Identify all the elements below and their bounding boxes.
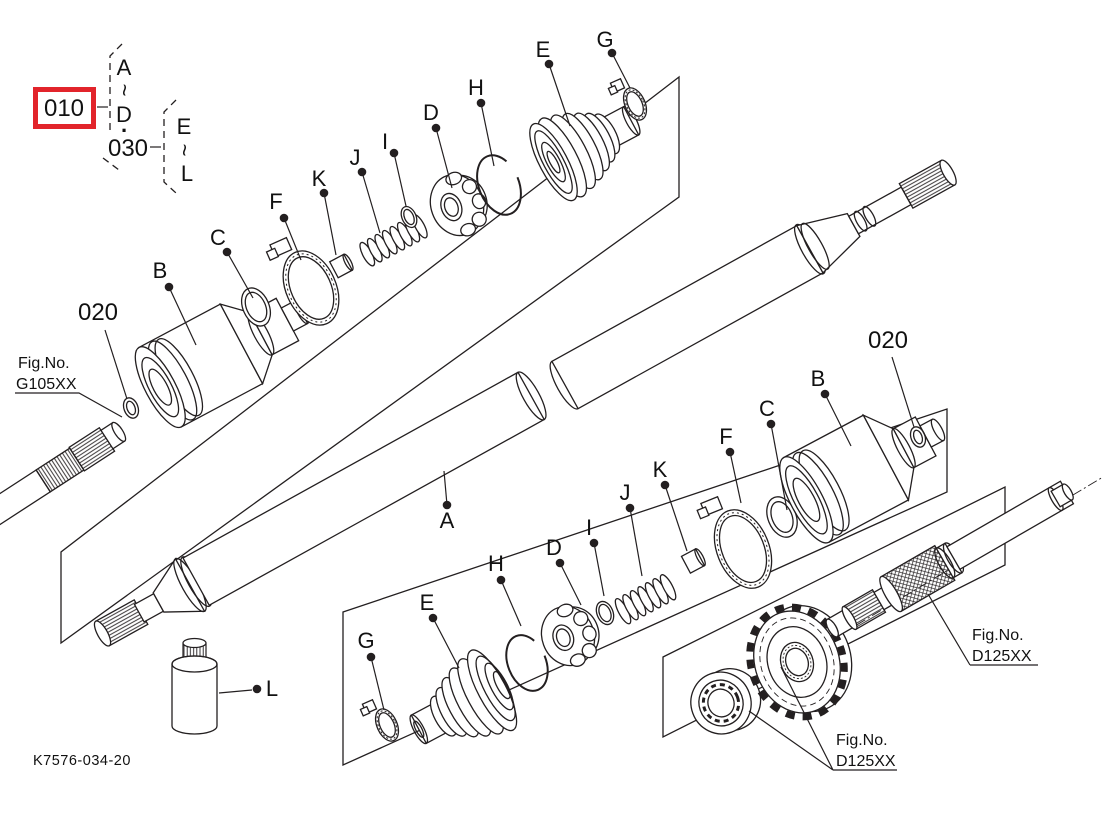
callout-lower-D: D xyxy=(546,535,562,560)
callout-upper-J: J xyxy=(350,145,361,170)
legend-tilde-1: ~ xyxy=(112,84,137,97)
callout-lower-I: I xyxy=(586,515,592,540)
legend-range1-end: D xyxy=(116,102,132,127)
part-main-shaft-right xyxy=(549,159,957,410)
callout-upper-F: F xyxy=(269,189,282,214)
panel-upper-shaft xyxy=(60,75,680,645)
part-snap-ring-large-upper xyxy=(476,154,522,216)
part-clamp-upper xyxy=(607,77,648,121)
part-ball-hub-upper xyxy=(429,171,488,237)
part-g105-shaft xyxy=(0,421,127,531)
part-oring-right xyxy=(909,426,927,448)
part-spring-upper xyxy=(359,213,428,267)
fig-ref-g105-label[interactable]: Fig.No. xyxy=(18,355,70,372)
legend-range2-end: L xyxy=(181,161,193,186)
part-spring-lower xyxy=(614,574,677,625)
callout-lower-K: K xyxy=(653,457,668,482)
part-snap-ring-small-lower xyxy=(595,600,615,626)
fig-ref-d125-right-label[interactable]: Fig.No. xyxy=(972,627,1024,644)
part-grease-bottle xyxy=(171,637,218,735)
callout-upper-D: D xyxy=(423,100,439,125)
part-pinion-shaft xyxy=(825,480,1075,638)
fig-ref-d125-bottom[interactable]: Fig.No. D125XX xyxy=(836,732,896,770)
callout-lower-B: B xyxy=(811,366,826,391)
legend-range2-start: E xyxy=(177,114,192,139)
part-boot-upper xyxy=(529,105,641,202)
callout-upper-I: I xyxy=(382,129,388,154)
callout-lower-C: C xyxy=(759,396,775,421)
callout-grease-L: L xyxy=(266,676,278,701)
drawing-number: K7576-034-20 xyxy=(33,753,131,769)
part-boot-band-upper xyxy=(265,236,340,326)
legend-bracket-2: E ~ L xyxy=(163,99,197,194)
callout-lower-E: E xyxy=(420,590,435,615)
part-bushing-lower xyxy=(680,547,706,575)
panel-gear-group xyxy=(662,485,1006,739)
callout-lower-J: J xyxy=(620,480,631,505)
ref-030[interactable]: 030 xyxy=(108,135,148,162)
part-boot-lower xyxy=(409,649,518,745)
callout-upper-E: E xyxy=(536,37,551,62)
leader-lines xyxy=(15,48,1038,771)
callout-upper-G: G xyxy=(596,27,613,52)
ref-010[interactable]: 010 xyxy=(44,95,84,122)
part-bell-joint-lower xyxy=(779,413,946,544)
callout-lower-F: F xyxy=(719,424,732,449)
fig-ref-d125-right-number[interactable]: D125XX xyxy=(972,648,1032,665)
callout-lower-H: H xyxy=(488,551,504,576)
part-boot-band-lower xyxy=(696,495,773,589)
highlight-box-010 xyxy=(33,87,96,129)
callout-upper-H: H xyxy=(468,75,484,100)
legend-bracket-1: A ~ D . 030 xyxy=(102,43,161,171)
ref-020-right[interactable]: 020 xyxy=(868,327,908,354)
part-bushing-upper xyxy=(328,253,354,279)
fig-ref-d125-bottom-number[interactable]: D125XX xyxy=(836,753,896,770)
legend-dot: . xyxy=(121,112,127,137)
part-oring-left xyxy=(122,397,140,419)
legend-010-group[interactable]: 010 xyxy=(33,87,109,129)
callout-lower-G: G xyxy=(357,628,374,653)
callout-shaft-A: A xyxy=(440,508,455,533)
part-ball-hub-lower xyxy=(540,603,600,667)
callout-upper-B: B xyxy=(153,258,168,283)
part-main-shaft-left xyxy=(93,371,547,647)
part-clamp-lower xyxy=(359,698,400,742)
ref-020-left[interactable]: 020 xyxy=(78,299,118,326)
legend-range1-start: A xyxy=(117,55,132,80)
part-bearing xyxy=(690,668,762,735)
callouts: B C F K J I D H E G A G E H D I J K F C … xyxy=(78,27,908,701)
part-gear xyxy=(746,603,853,721)
fig-ref-g105-number[interactable]: G105XX xyxy=(16,376,77,393)
panel-lower-assembly xyxy=(342,408,948,767)
callout-upper-C: C xyxy=(210,225,226,250)
fig-ref-d125-bottom-label[interactable]: Fig.No. xyxy=(836,732,888,749)
part-snap-ring-small-upper xyxy=(400,205,418,229)
fig-ref-d125-right[interactable]: Fig.No. D125XX xyxy=(972,627,1032,665)
callout-upper-K: K xyxy=(312,166,327,191)
legend-tilde-2: ~ xyxy=(172,144,197,157)
fig-ref-g105[interactable]: Fig.No. G105XX xyxy=(16,355,77,393)
